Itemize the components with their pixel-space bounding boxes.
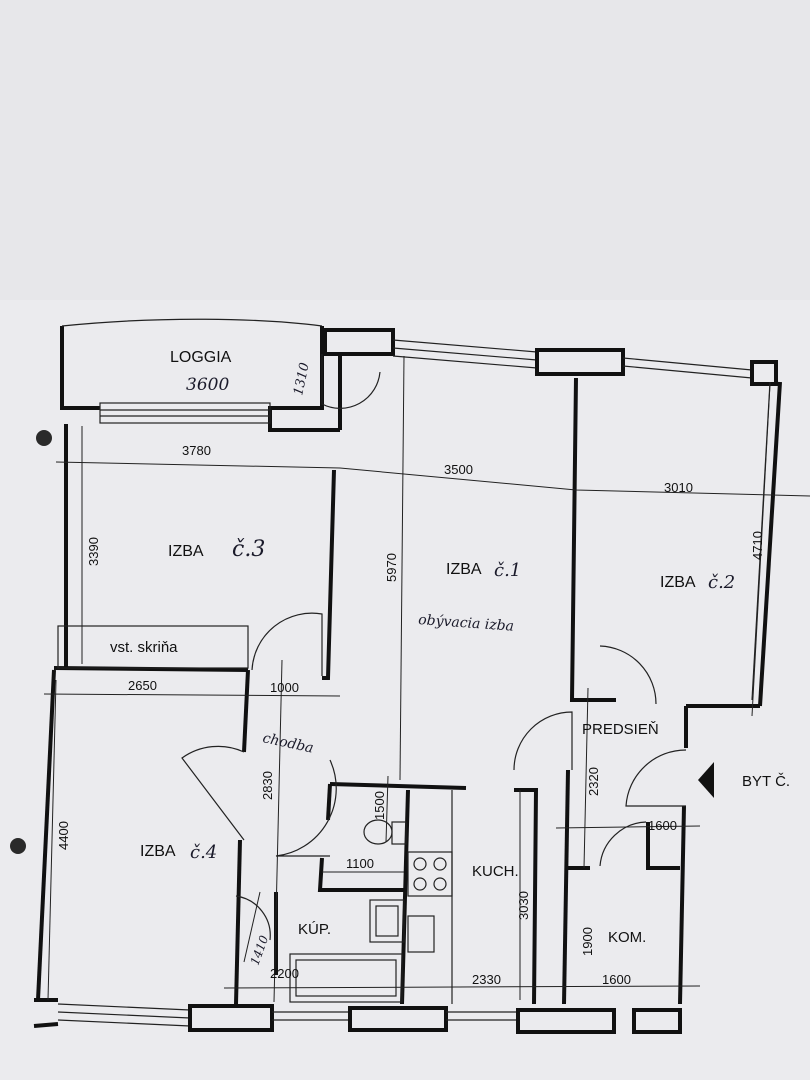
wall-right-lower [678, 805, 686, 1005]
wall-bath-kitchen [400, 789, 410, 1005]
dim-3780: 3780 [182, 443, 211, 458]
izba4-number: č.4 [190, 842, 217, 863]
bathroom-label: KÚP. [298, 921, 331, 938]
dim-3390: 3390 [86, 537, 101, 566]
door-izba2 [599, 645, 657, 705]
kitchen-label: KUCH. [472, 863, 519, 880]
dim-4400: 4400 [56, 821, 71, 850]
sink-icon [369, 899, 405, 943]
loggia-window [99, 402, 271, 424]
dim-3500: 3500 [444, 462, 473, 477]
wall-right [758, 381, 782, 707]
pantry-label: KOM. [608, 929, 646, 946]
dim-1600-top: 1600 [648, 818, 677, 833]
wall-izba4-chodba [234, 839, 242, 1005]
wall-izba1-izba2 [569, 377, 616, 702]
izba1-number: č.1 [494, 560, 521, 581]
door-kom [599, 821, 647, 867]
dim-1900: 1900 [580, 927, 595, 956]
door-izba1 [513, 711, 573, 771]
dim-2320: 2320 [586, 767, 601, 796]
wall-bath-top [329, 782, 467, 790]
dim-5970: 5970 [384, 553, 399, 582]
pillar-bottom-3 [516, 1008, 616, 1034]
izba4-label: IZBA [140, 843, 176, 860]
loggia-label: LOGGIA [170, 349, 232, 366]
predsien-label: PREDSIEŇ [582, 721, 659, 738]
izba1-label: IZBA [446, 561, 482, 578]
loggia-note: 3600 [186, 375, 229, 395]
izba3-number: č.3 [232, 537, 265, 562]
paper-shade [0, 0, 810, 300]
pillar-top-3 [750, 360, 778, 386]
izba2-number: č.2 [708, 572, 735, 593]
dim-3010: 3010 [664, 480, 693, 495]
door-kup [235, 895, 271, 941]
bathtub-icon [289, 953, 403, 1003]
wall-izba3-izba1 [322, 469, 336, 680]
izba1-note: obývacia izba [418, 611, 515, 635]
pillar-top-1 [323, 328, 395, 356]
wall-kitchen-right [514, 788, 539, 1005]
door-izba4 [181, 745, 245, 841]
kitchen-sink-icon [407, 915, 435, 953]
punch-hole-bottom [10, 838, 26, 854]
dim-2330: 2330 [472, 972, 501, 987]
loggia-small-dim: 1310 [291, 361, 313, 396]
fixtures [289, 762, 714, 1004]
doors [181, 354, 687, 941]
dim-1100: 1100 [346, 856, 374, 871]
dim-1000: 1000 [270, 680, 299, 695]
closet-outline [57, 625, 249, 669]
izba3-label: IZBA [168, 543, 204, 560]
dim-2830: 2830 [260, 771, 275, 800]
door-bath [275, 759, 337, 857]
wall-left-lower [36, 669, 56, 1001]
dim-1600-bottom: 1600 [602, 972, 631, 987]
pillar-bottom-2 [348, 1006, 448, 1032]
closet [57, 625, 249, 669]
wall-predsien-left [562, 769, 570, 1005]
door-entrance [625, 749, 687, 807]
dim-2650: 2650 [128, 678, 157, 693]
closet-label: vst. skriňa [110, 639, 178, 656]
pillar-bottom-1 [188, 1004, 274, 1032]
door-izba3 [251, 612, 323, 676]
entrance-arrow-icon [698, 762, 714, 798]
door-loggia [321, 354, 381, 409]
pillar-top-2 [535, 348, 625, 376]
apartment-label: BYT Č. [742, 773, 790, 790]
dim-3030: 3030 [516, 891, 531, 920]
dim-4710: 4710 [750, 531, 765, 560]
loggia-rail [61, 318, 323, 327]
dim-2200: 2200 [270, 966, 299, 981]
loggia-wall-left [60, 326, 100, 410]
izba2-label: IZBA [660, 574, 696, 591]
punch-hole-top [36, 430, 52, 446]
dimension-lines [43, 355, 810, 1003]
dim-1500: 1500 [372, 791, 387, 820]
pillar-bottom-4 [632, 1008, 682, 1034]
